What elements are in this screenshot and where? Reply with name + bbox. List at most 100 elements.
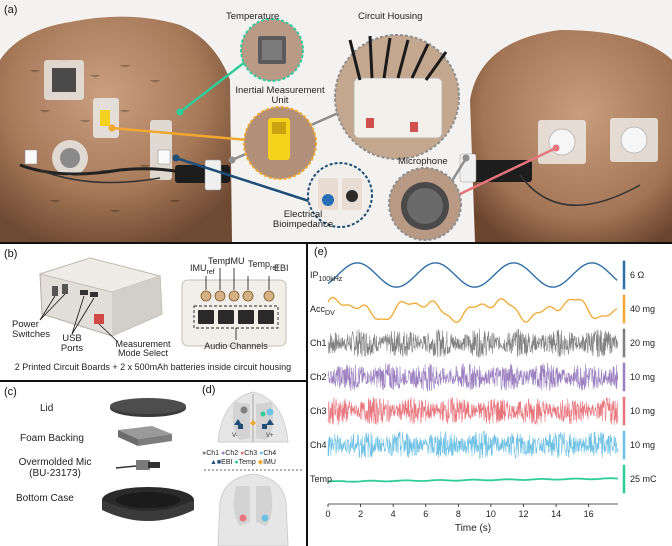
eb-label-line1: Electrical (283, 209, 323, 220)
measurement-mode-line2: Mode Select (117, 348, 169, 359)
x-axis-label: Time (s) (455, 523, 491, 534)
series-line-ch2 (327, 362, 619, 392)
scale-label-1: 40 mg (630, 304, 655, 314)
legend-ch1-dot: ● (202, 450, 207, 457)
scale-label-5: 10 mg (630, 440, 655, 450)
series-line-ch1 (327, 328, 619, 358)
eb-label-line2: Bioimpedance (272, 218, 334, 230)
series-line-ch4 (327, 431, 619, 460)
legend-ch2: Ch2 (225, 450, 239, 457)
overmolded-mic-line2: (BU-23173) (29, 467, 81, 479)
panel-d: V- V+ (d) ●Ch1 ●Ch2 ●Ch3 ●Ch4 ▲■EBI ●Tem… (200, 382, 306, 546)
legend-temp: Temp (238, 459, 256, 466)
x-tick-label: 12 (518, 509, 528, 519)
legend-ch3-dot: ● (240, 450, 245, 457)
legend-ebi-icon: ▲■ (210, 459, 222, 466)
legend-ch3: Ch3 (244, 450, 258, 457)
scale-label-2: 20 mg (630, 338, 655, 348)
panel-d-body-diagram: V- V+ (204, 391, 302, 546)
series-label-3: Ch2 (310, 372, 327, 382)
power-switches-label: Power Switches (12, 320, 50, 340)
eb-callout-line (175, 156, 313, 204)
bottom-case-label: Bottom Case (16, 493, 74, 504)
measurement-mode-line1: Measurement (115, 339, 171, 349)
scale-label-3: 10 mg (630, 372, 655, 382)
legend-row-2: ▲■EBI ●Temp ◆IMU (202, 458, 306, 467)
usb-ports-label: USB Ports (54, 334, 90, 354)
legend-imu-icon: ◆ (257, 459, 264, 466)
imu-label-b: IMU (228, 256, 245, 266)
legend-imu: IMU (263, 459, 276, 466)
ebi-label: EBI (274, 263, 289, 273)
circuit-housing-label: Circuit Housing (358, 11, 423, 22)
power-switches-line2: Switches (12, 328, 51, 340)
panel-c: (c) Lid Foam Backing Overmolded Mic (BU-… (0, 382, 200, 546)
separator-horizontal-mid (0, 380, 306, 382)
legend-ebi: EBI (221, 459, 233, 466)
imu-ref-sub: ref (206, 268, 215, 276)
panel-d-legend: ●Ch1 ●Ch2 ●Ch3 ●Ch4 ▲■EBI ●Temp ◆IMU (202, 449, 306, 467)
separator-vertical (306, 243, 308, 546)
microphone-label: Microphone (398, 156, 448, 167)
x-tick-label: 0 (325, 509, 330, 519)
svg-text:V-: V- (232, 433, 238, 439)
foam-backing-label: Foam Backing (20, 433, 84, 444)
panel-d-label: (d) (202, 384, 216, 396)
panel-b-photo (38, 257, 287, 347)
x-tick-label: 10 (486, 509, 496, 519)
panel-e-label: (e) (314, 246, 328, 258)
series-label-5: Ch4 (310, 440, 327, 450)
audio-channels-label: Audio Channels (204, 341, 268, 351)
series-line-acc (327, 296, 618, 324)
imu-zoom (243, 106, 317, 180)
legend-ch4-dot: ● (259, 450, 264, 457)
panel-b-label: (b) (4, 248, 18, 260)
legend-ch2-dot: ● (221, 450, 226, 457)
separator-horizontal-top (0, 242, 672, 244)
imu-label: Inertial Measurement Unit (225, 86, 335, 106)
panel-c-label: (c) (4, 386, 17, 398)
series-line-ip (327, 262, 618, 288)
svg-text:V+: V+ (266, 433, 274, 439)
temperature-label: Temperature (226, 11, 280, 22)
imu-ref-text: IMU (190, 263, 207, 273)
housing-zoom (334, 34, 460, 160)
overmolded-mic-label: Overmolded Mic (BU-23173) (10, 457, 100, 479)
panel-a: (a) Temperature Circuit Housing Inertial… (0, 0, 672, 242)
panel-b: (b) Power Switches USB Ports Measurement… (0, 244, 306, 380)
mic-callout-line-b (459, 146, 557, 196)
eb-zoom (307, 162, 373, 228)
temperature-zoom (240, 18, 304, 82)
series-label-6: Temp (310, 474, 332, 484)
panel-b-caption: 2 Printed Circuit Boards + 2 x 500mAh ba… (14, 362, 292, 372)
x-tick-label: 14 (551, 509, 561, 519)
scale-label-6: 25 mC (630, 474, 657, 484)
temp-ref-text: Temp (248, 259, 271, 269)
legend-ch4: Ch4 (263, 450, 277, 457)
imu-label-line1: Inertial Measurement (235, 85, 325, 96)
temp-label: Temp (208, 256, 231, 266)
eb-label: Electrical Bioimpedance (268, 210, 338, 230)
x-tick-label: 4 (391, 509, 396, 519)
series-line-ch3 (327, 396, 619, 426)
imu-ref-label: IMUref (190, 263, 215, 276)
temp-ref-label: Tempref (248, 259, 278, 272)
series-label-1: AccDV (310, 304, 335, 317)
x-tick-label: 8 (456, 509, 461, 519)
legend-temp-dot: ● (234, 459, 239, 466)
x-tick-label: 2 (358, 509, 363, 519)
usb-ports-line2: Ports (60, 342, 84, 354)
series-label-2: Ch1 (310, 338, 327, 348)
imu-label-line2: Unit (271, 94, 289, 106)
measurement-mode-label: Measurement Mode Select (108, 339, 178, 359)
scale-label-4: 10 mg (630, 406, 655, 416)
scale-label-0: 6 Ω (630, 270, 645, 280)
legend-row-1: ●Ch1 ●Ch2 ●Ch3 ●Ch4 (202, 449, 306, 458)
microphone-zoom (388, 167, 462, 241)
panel-a-photo (0, 0, 672, 242)
series-line-temp (327, 477, 619, 483)
x-tick-label: 16 (584, 509, 594, 519)
imu-callout-line (111, 126, 249, 142)
